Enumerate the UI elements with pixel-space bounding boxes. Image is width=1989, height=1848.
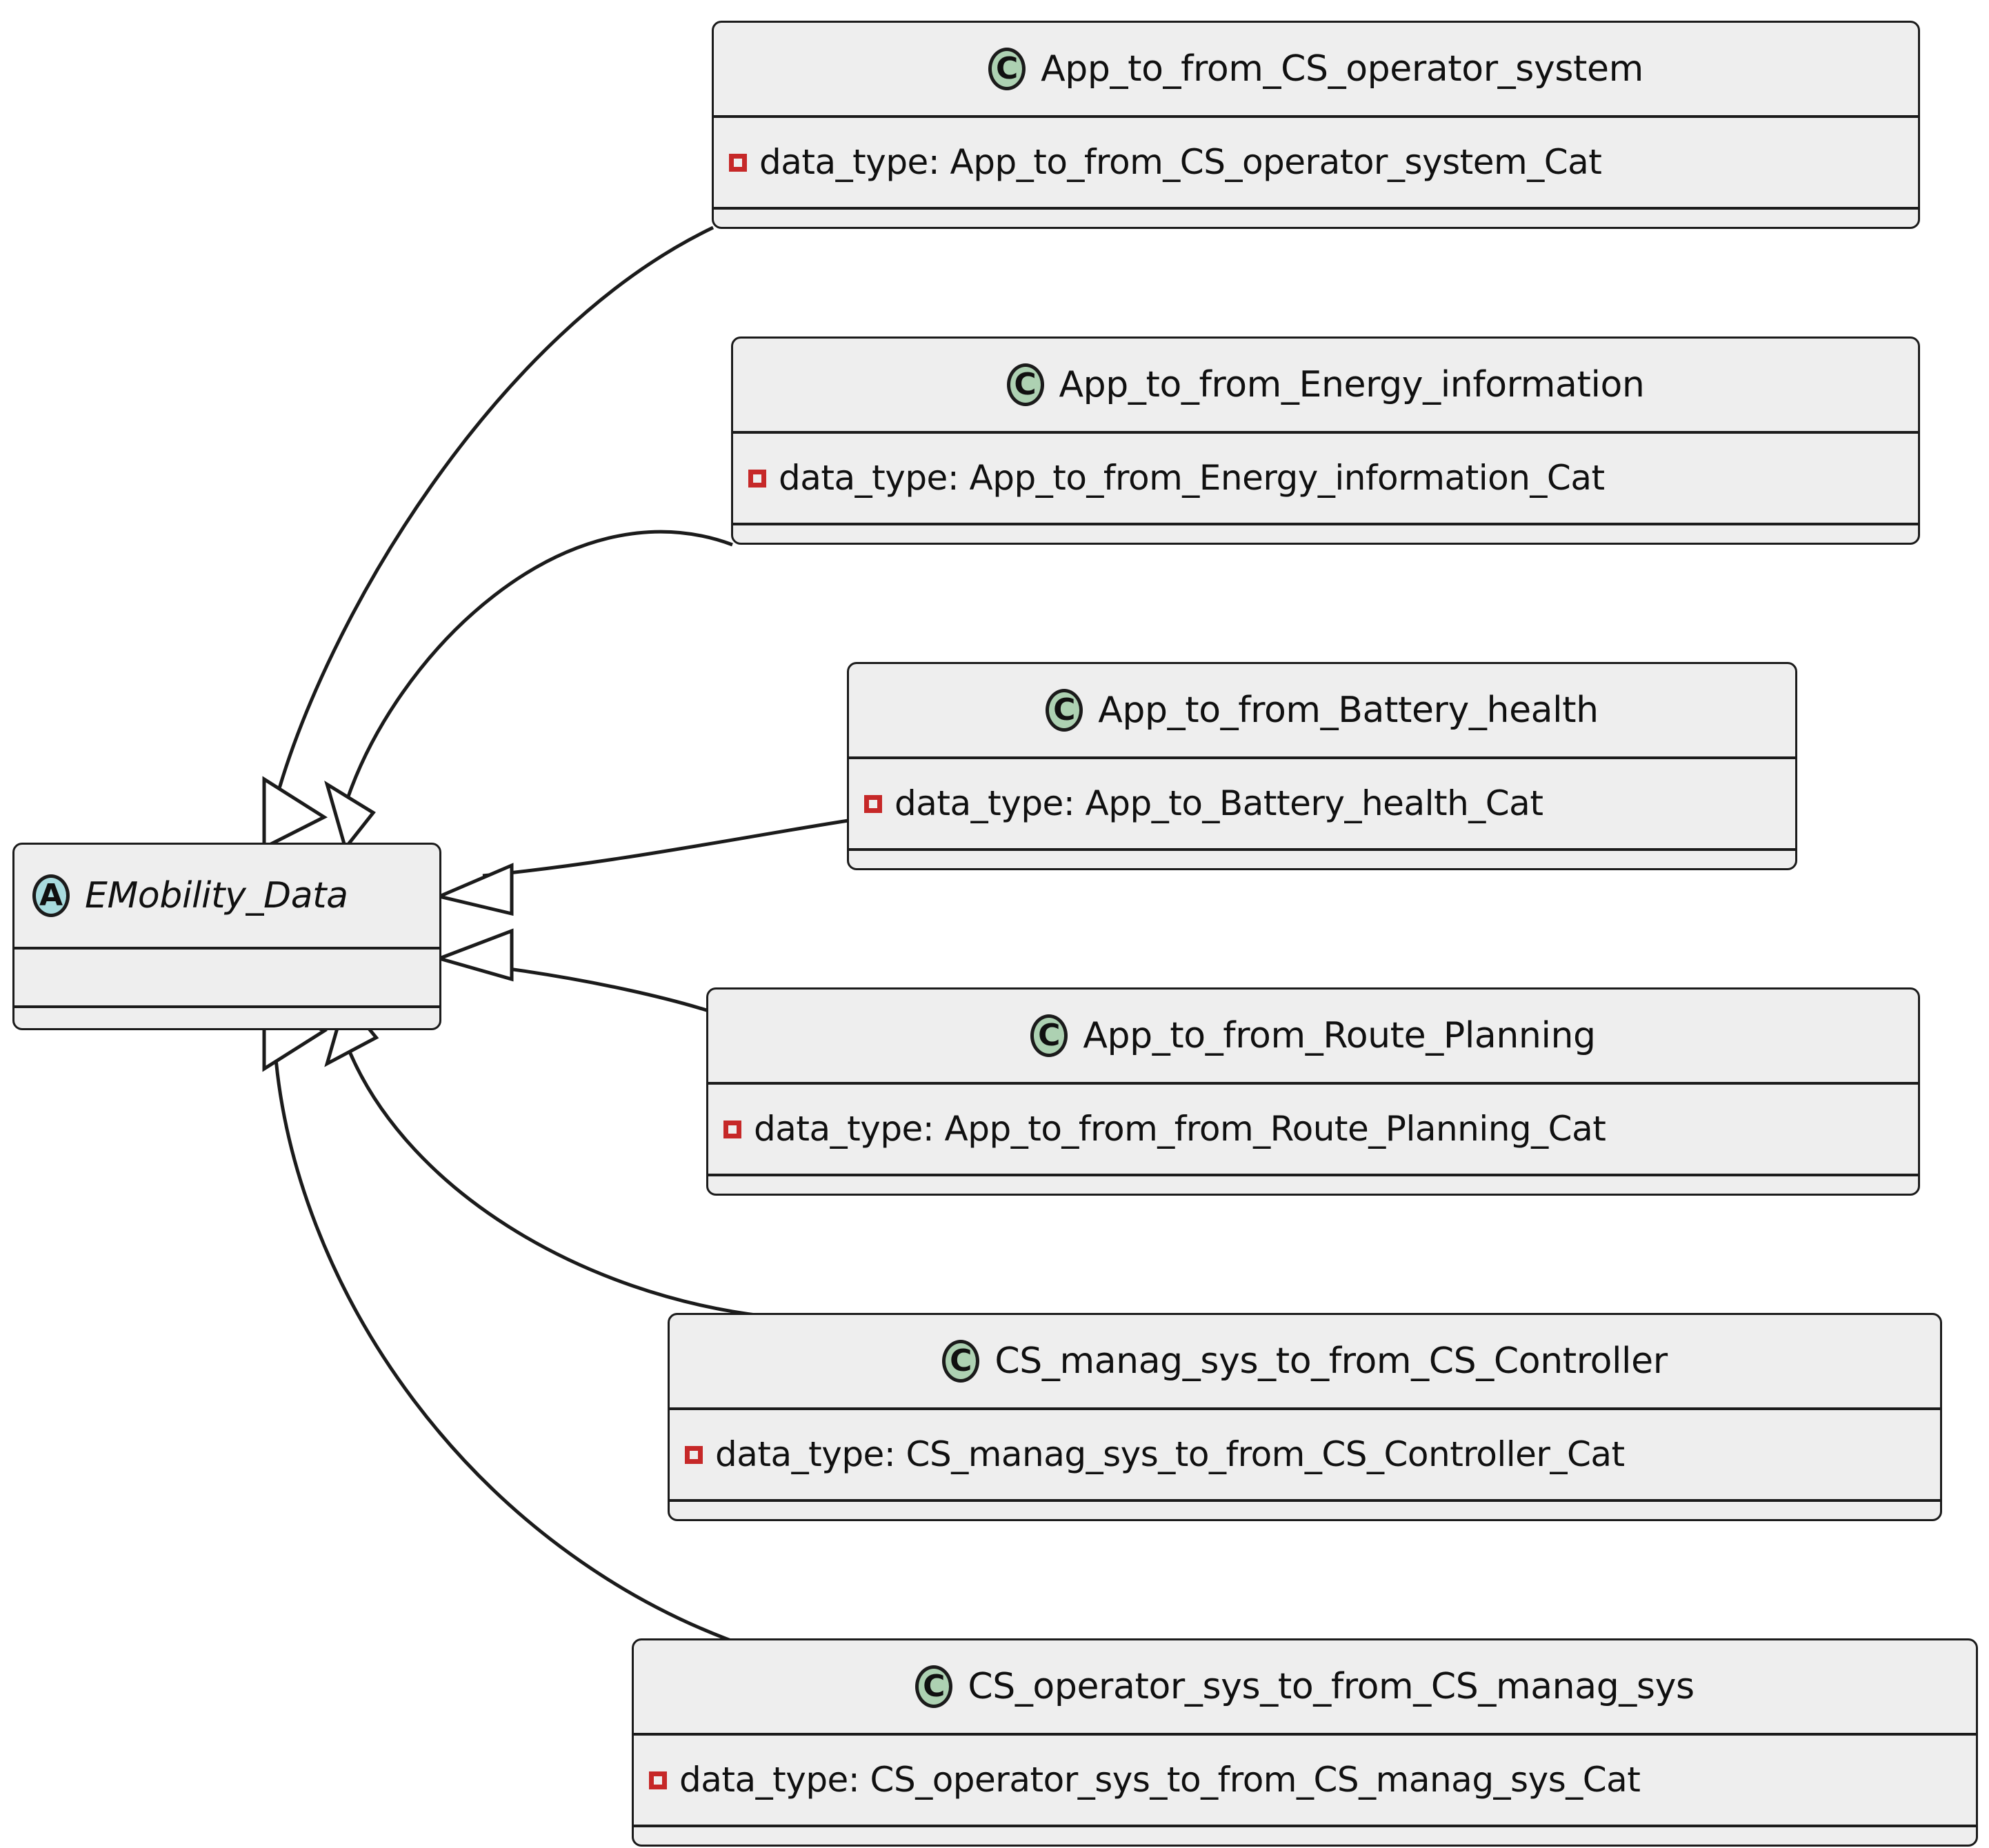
class-box-app-to-from-battery-health[interactable]: C App_to_from_Battery_health data_type: …: [847, 662, 1797, 870]
compartment-divider: [849, 756, 1795, 759]
class-box-app-to-from-cs-operator-system[interactable]: C App_to_from_CS_operator_system data_ty…: [712, 21, 1920, 229]
attributes-compartment: data_type: CS_operator_sys_to_from_CS_ma…: [634, 1736, 1976, 1825]
compartment-divider: [634, 1733, 1976, 1736]
class-header: A EMobility_Data: [14, 845, 439, 947]
methods-compartment: [733, 525, 1918, 543]
class-icon: C: [1030, 1014, 1068, 1057]
class-header: C App_to_from_Energy_information: [733, 339, 1918, 431]
generalization-edge-1: [272, 225, 714, 806]
class-name-label: App_to_from_CS_operator_system: [1041, 48, 1643, 90]
class-header: C App_to_from_CS_operator_system: [714, 23, 1918, 115]
class-header: C App_to_from_Route_Planning: [708, 990, 1918, 1082]
compartment-divider: [670, 1499, 1940, 1502]
generalization-edge-2: [343, 530, 733, 807]
private-attribute-icon: [685, 1445, 703, 1464]
compartment-divider: [670, 1407, 1940, 1410]
class-icon: C: [942, 1340, 980, 1383]
class-box-app-to-from-energy-information[interactable]: C App_to_from_Energy_information data_ty…: [731, 337, 1920, 545]
generalization-arrowhead-1: [262, 776, 328, 851]
attribute-label: data_type: App_to_Battery_health_Cat: [894, 783, 1543, 824]
class-header: C CS_manag_sys_to_from_CS_Controller: [670, 1315, 1940, 1407]
private-attribute-icon: [723, 1120, 741, 1138]
private-attribute-icon: [748, 469, 766, 488]
methods-compartment: [708, 1176, 1918, 1194]
generalization-edge-3: [482, 818, 849, 878]
compartment-divider: [733, 431, 1918, 434]
methods-compartment: [670, 1502, 1940, 1519]
compartment-divider: [14, 947, 439, 950]
generalization-arrowhead-2: [324, 780, 376, 852]
class-name-label: CS_manag_sys_to_from_CS_Controller: [994, 1340, 1668, 1382]
attribute-label: data_type: App_to_from_CS_operator_syste…: [759, 142, 1602, 183]
class-icon: C: [1046, 689, 1083, 732]
generalization-edge-4: [482, 963, 718, 1016]
class-box-emobility-data[interactable]: A EMobility_Data: [12, 843, 441, 1030]
attribute-label: data_type: CS_operator_sys_to_from_CS_ma…: [679, 1760, 1641, 1800]
class-box-app-to-from-route-planning[interactable]: C App_to_from_Route_Planning data_type: …: [706, 987, 1920, 1196]
attributes-compartment: data_type: CS_manag_sys_to_from_CS_Contr…: [670, 1410, 1940, 1499]
private-attribute-icon: [864, 794, 882, 813]
class-name-label: CS_operator_sys_to_from_CS_manag_sys: [968, 1665, 1695, 1707]
methods-compartment: [634, 1827, 1976, 1845]
class-header: C App_to_from_Battery_health: [849, 664, 1795, 756]
class-box-cs-operator-sys-to-from-cs-manag-sys[interactable]: C CS_operator_sys_to_from_CS_manag_sys d…: [632, 1638, 1978, 1847]
class-name-label: EMobility_Data: [85, 874, 348, 916]
compartment-divider: [714, 115, 1918, 118]
generalization-arrowhead-4: [434, 928, 514, 982]
methods-compartment: [849, 851, 1795, 868]
private-attribute-icon: [649, 1771, 667, 1789]
compartment-divider: [708, 1174, 1918, 1176]
class-name-label: App_to_from_Battery_health: [1098, 689, 1599, 731]
compartment-divider: [714, 207, 1918, 210]
methods-compartment: [14, 1008, 439, 1028]
private-attribute-icon: [729, 153, 747, 172]
attribute-label: data_type: App_to_from_Energy_informatio…: [779, 458, 1605, 499]
class-header: C CS_operator_sys_to_from_CS_manag_sys: [634, 1640, 1976, 1733]
generalization-arrowhead-3: [434, 863, 514, 916]
attributes-compartment: data_type: App_to_Battery_health_Cat: [849, 759, 1795, 848]
attributes-compartment: data_type: App_to_from_from_Route_Planni…: [708, 1085, 1918, 1174]
attributes-compartment: data_type: App_to_from_CS_operator_syste…: [714, 118, 1918, 207]
class-name-label: App_to_from_Route_Planning: [1083, 1014, 1596, 1056]
compartment-divider: [708, 1082, 1918, 1085]
class-box-cs-manag-sys-to-from-cs-controller[interactable]: C CS_manag_sys_to_from_CS_Controller dat…: [668, 1313, 1942, 1521]
methods-compartment: [714, 210, 1918, 227]
attribute-label: data_type: CS_manag_sys_to_from_CS_Contr…: [715, 1434, 1625, 1475]
compartment-divider: [733, 523, 1918, 525]
class-icon: C: [988, 48, 1026, 90]
abstract-class-icon: A: [32, 874, 70, 917]
attributes-compartment: data_type: App_to_from_Energy_informatio…: [733, 434, 1918, 523]
compartment-divider: [14, 1005, 439, 1008]
class-icon: C: [1006, 363, 1044, 406]
class-icon: C: [915, 1665, 953, 1708]
attribute-label: data_type: App_to_from_from_Route_Planni…: [754, 1109, 1606, 1149]
compartment-divider: [849, 848, 1795, 851]
compartment-divider: [634, 1825, 1976, 1827]
attributes-compartment: [14, 950, 439, 1005]
class-name-label: App_to_from_Energy_information: [1059, 363, 1645, 405]
